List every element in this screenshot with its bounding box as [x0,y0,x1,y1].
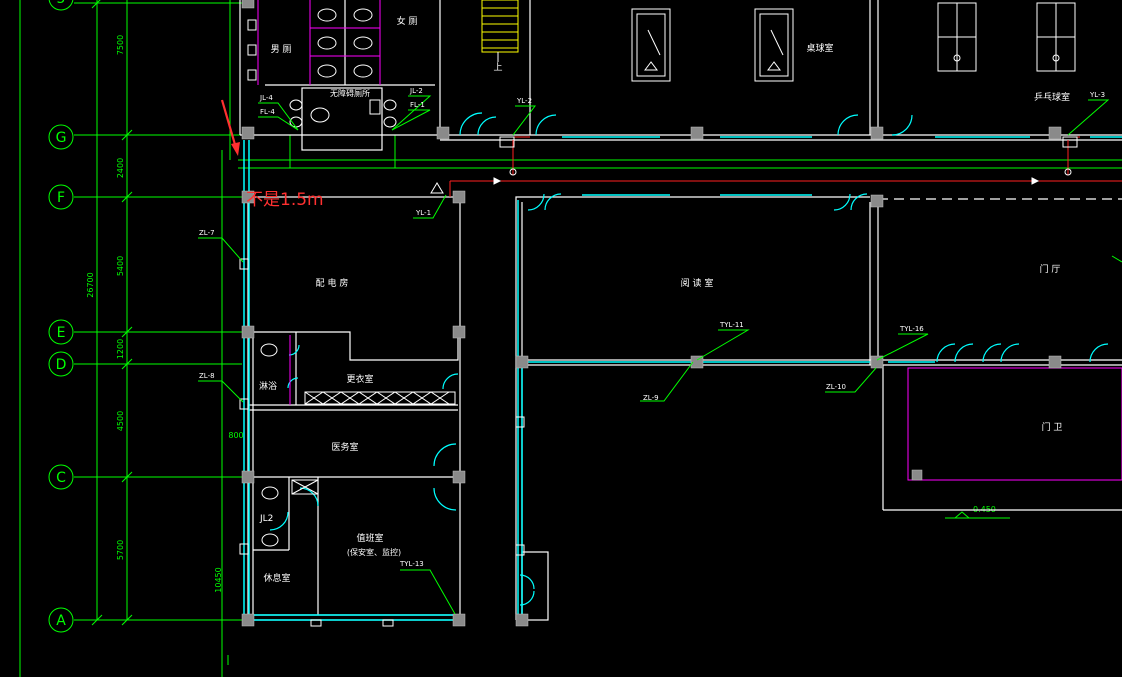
dim-7500: 7500 [116,35,125,55]
dim-800: 800 [228,431,243,440]
game-tables [631,2,1076,82]
toilet-bowls [247,8,397,547]
grid-label-e: E [57,325,66,341]
tag-jl-4: JL-4 [259,94,273,102]
grid-label-c: C [56,470,66,486]
columns [241,0,1062,627]
tag-zl-10: ZL-10 [826,383,846,391]
tag-fl-1: FL-1 [410,101,425,109]
riser-boxes [239,258,525,627]
grid-label-5: 5 [57,0,66,7]
room-reading: 阅 读 室 [681,277,714,289]
door-swings [269,112,1109,606]
locker-bench [291,391,456,495]
room-accessible-wc: 无障碍厕所 [330,88,370,98]
fire-hydrants [430,136,1078,194]
leader-lines [198,95,1110,615]
room-distribution: 配 电 房 [316,277,349,289]
toilet-fixtures [257,0,1122,481]
tag-tyl-16: TYL-16 [899,325,924,333]
dim-1200: 1200 [116,339,125,359]
tag-yl-3: YL-3 [1089,91,1105,99]
tag-zl-9: ZL-9 [643,394,659,402]
stair [481,0,519,53]
tag-tyl-11: TYL-11 [719,321,744,329]
room-billiards: 桌球室 [806,42,833,54]
grid-label-d: D [56,357,67,373]
room-lobby: 门 厅 [1040,263,1061,275]
dim-10450: 10450 [214,567,223,592]
room-shower: 淋浴 [259,380,277,392]
room-male-wc: 男 厕 [271,44,292,55]
room-duty: 值班室 [356,532,383,544]
tag-jl2: JL2 [259,514,273,524]
grid-label-a: A [56,613,66,629]
dim-4500: 4500 [116,411,125,431]
dim-2400: 2400 [116,158,125,178]
grid-lines [19,0,1122,677]
room-clinic: 医务室 [331,441,358,453]
room-locker: 更衣室 [346,373,373,385]
room-table-tennis: 乒乓球室 [1034,91,1070,103]
room-rest: 休息室 [263,572,290,584]
cad-cursor [1111,255,1122,263]
tag-fl-4: FL-4 [260,108,275,116]
tag-yl-1: YL-1 [415,209,431,217]
tag-yl-2: YL-2 [516,97,532,105]
pipes [449,136,1122,197]
room-guard: 门 卫 [1042,421,1063,433]
tag-zl-8: ZL-8 [199,372,215,380]
annotation-arrowhead [231,142,240,156]
stair-up-label: 上 [493,62,502,73]
room-female-wc: 女 厕 [397,15,418,27]
grid-label-f: F [57,190,65,206]
annotation-text: 不是1.5m [246,190,324,210]
grid-bubbles [48,0,74,633]
dim-5400: 5400 [116,256,125,276]
annotation-arrow [220,99,238,149]
grid-label-g: G [56,130,67,146]
tag-tyl-13: TYL-13 [399,560,424,568]
tag-jl-2: JL-2 [409,87,423,95]
red-annotation: 不是1.5m [220,99,324,210]
walls [239,0,1122,621]
dim-5700: 5700 [116,540,125,560]
tag-zl-7: ZL-7 [199,229,215,237]
room-duty-note: (保安室、监控) [347,547,401,557]
dim-total-26700: 26700 [86,272,95,297]
